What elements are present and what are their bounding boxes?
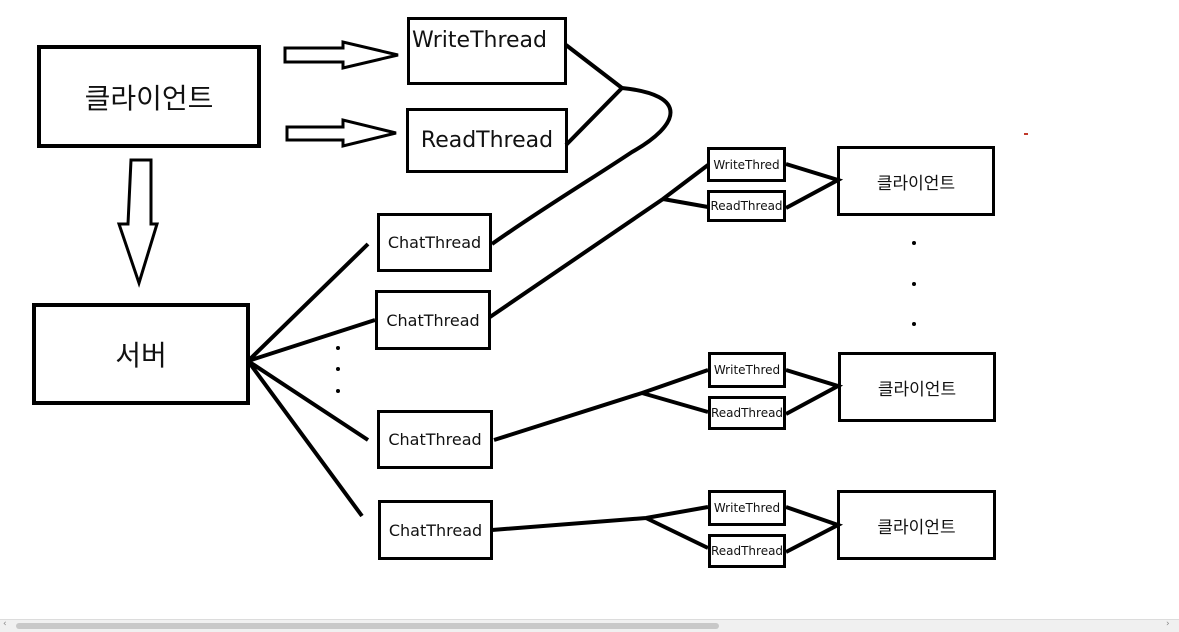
arrow-to-writethread (283, 40, 399, 70)
client-label: 클라이언트 (877, 379, 957, 400)
chat2-to-pair1 (488, 163, 710, 319)
chat-thread-box: ChatThread (377, 213, 492, 272)
ellipsis-dot (336, 346, 340, 350)
write-thred-box: WriteThred (708, 352, 786, 388)
pair1-to-client1 (785, 162, 844, 210)
scroll-right-icon[interactable]: › (1166, 619, 1170, 629)
client-main-label: 클라이언트 (84, 81, 214, 115)
thread-join-lines (564, 43, 624, 147)
read-thread-main-label: ReadThread (420, 128, 554, 153)
ellipsis-dot (912, 282, 916, 286)
read-thred-label: ReadThread (710, 544, 784, 558)
pair2-to-client2 (785, 368, 844, 416)
chat-thread-label: ChatThread (388, 430, 482, 449)
ellipsis-dot (912, 322, 916, 326)
pair3-to-client3 (785, 505, 844, 554)
client-label: 클라이언트 (877, 517, 956, 538)
chat-thread-label: ChatThread (386, 310, 480, 330)
chat-thread-label: ChatThread (388, 520, 483, 540)
stray-mark (1024, 133, 1028, 135)
write-thread-main-box: WriteThread (407, 17, 567, 85)
ellipsis-dot (336, 389, 340, 393)
ellipsis-dot (912, 241, 916, 245)
write-thred-box: WriteThred (707, 147, 786, 182)
client-box: 클라이언트 (837, 490, 996, 560)
server-label: 서버 (115, 339, 167, 372)
read-thred-box: ReadThread (708, 534, 786, 568)
chat-thread-label: ChatThread (387, 233, 482, 252)
write-thred-label: WriteThred (713, 363, 781, 377)
write-thred-box: WriteThred (708, 490, 786, 526)
chat-thread-box: ChatThread (377, 410, 493, 469)
client-main-box: 클라이언트 (37, 45, 261, 148)
chat4-to-pair3 (491, 505, 709, 550)
horizontal-scrollbar[interactable]: ‹ › (0, 619, 1179, 632)
scrollbar-thumb[interactable] (16, 623, 719, 629)
client-box: 클라이언트 (838, 352, 996, 422)
read-thred-label: ReadThread (710, 199, 783, 213)
thread-to-chat-curve (490, 86, 673, 246)
chat3-to-pair2 (493, 368, 709, 442)
server-box: 서버 (32, 303, 250, 405)
server-fanout-lines (246, 242, 376, 518)
client-label: 클라이언트 (876, 173, 956, 194)
read-thread-main-box: ReadThread (406, 108, 568, 173)
read-thred-label: ReadThread (710, 406, 784, 420)
chat-thread-box: ChatThread (375, 290, 491, 350)
read-thred-box: ReadThread (707, 190, 786, 222)
write-thread-main-label: WriteThread (412, 28, 548, 53)
chat-thread-box: ChatThread (378, 500, 493, 560)
write-thred-label: WriteThred (713, 157, 780, 172)
client-box: 클라이언트 (837, 146, 995, 216)
scroll-left-icon[interactable]: ‹ (3, 619, 7, 629)
arrow-to-readthread (285, 118, 397, 148)
read-thred-box: ReadThread (708, 396, 786, 430)
ellipsis-dot (336, 367, 340, 371)
write-thred-label: WriteThred (713, 501, 781, 515)
arrow-client-to-server (116, 158, 160, 288)
